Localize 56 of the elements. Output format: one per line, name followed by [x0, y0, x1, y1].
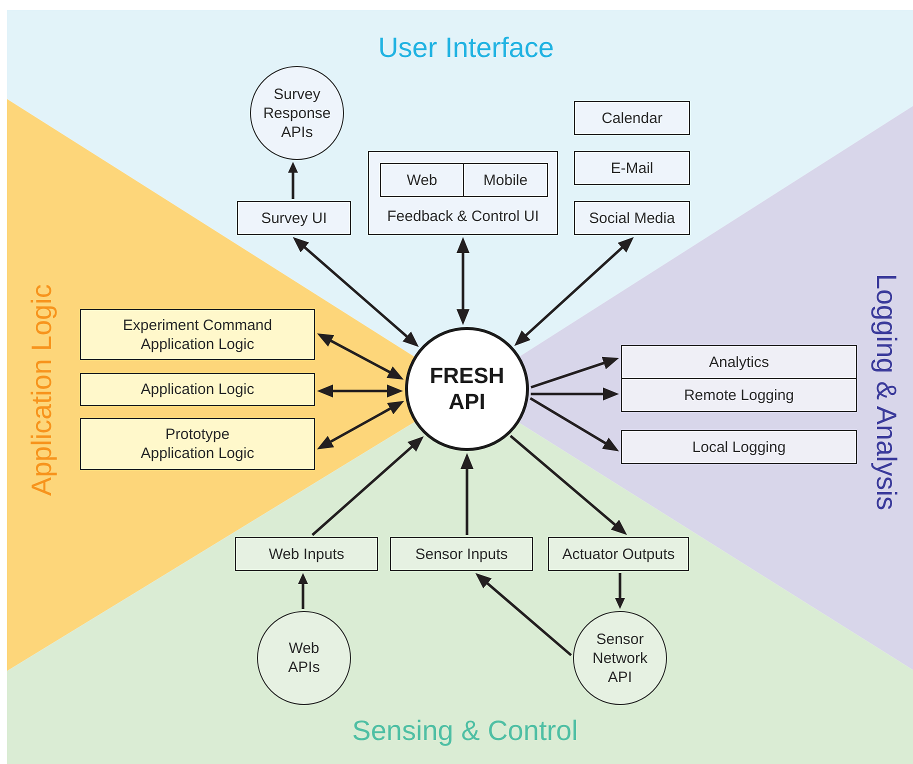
module-label: Feedback & Control UI [387, 207, 539, 226]
arrow [530, 397, 620, 452]
module-box [390, 537, 533, 571]
arrow [615, 573, 625, 609]
double-arrow [292, 236, 419, 347]
module-label: Local Logging [692, 438, 786, 456]
module-label: Analytics [708, 352, 770, 372]
module-box [235, 537, 378, 571]
module-box [368, 151, 558, 235]
module-box [548, 537, 689, 571]
sector-title: Application Logic [26, 284, 58, 496]
module-label: Social Media [589, 208, 675, 228]
arrow [475, 573, 572, 656]
module-box [380, 163, 464, 197]
module-box [621, 345, 857, 379]
module-label: Survey UI [261, 208, 327, 228]
api-label: Sensor Network API [591, 630, 648, 686]
module-label: Web [406, 170, 438, 190]
arrow [510, 434, 628, 535]
hub-label: FRESH API [428, 363, 506, 415]
module-box [80, 418, 315, 470]
double-arrow [317, 384, 403, 398]
double-arrow [317, 333, 404, 380]
module-label: Experiment Command Application Logic [122, 316, 274, 354]
arrow [312, 436, 424, 536]
module-box [621, 430, 857, 464]
module-box [463, 163, 548, 197]
arrow [298, 573, 308, 609]
api-label: Web APIs [287, 639, 321, 677]
module-label: Web Inputs [268, 544, 344, 564]
module-label: E-Mail [610, 158, 654, 178]
module-box [574, 151, 690, 185]
module-label: Prototype Application Logic [140, 425, 256, 463]
double-arrow [514, 236, 634, 346]
sector-title: User Interface [378, 32, 554, 64]
module-box [574, 101, 690, 135]
module-box [621, 378, 857, 412]
module-box [80, 373, 315, 406]
module-box [80, 309, 315, 360]
module-label: Sensor Inputs [415, 544, 508, 564]
module-label: Calendar [602, 108, 662, 128]
module-label: Remote Logging [684, 386, 794, 404]
arrow [530, 356, 619, 389]
arrow [288, 162, 298, 199]
sector-title: Logging & Analysis [870, 274, 902, 510]
api-label: Survey Response APIs [262, 84, 332, 142]
module-box [237, 201, 351, 235]
module-label: Actuator Outputs [562, 544, 675, 564]
arrow [530, 388, 619, 400]
double-arrow [456, 237, 470, 326]
arrow [460, 453, 474, 535]
module-label: Mobile [483, 170, 528, 190]
module-label: Application Logic [140, 380, 254, 399]
module-box [574, 201, 690, 235]
double-arrow [316, 400, 404, 450]
sector-title: Sensing & Control [352, 715, 578, 747]
